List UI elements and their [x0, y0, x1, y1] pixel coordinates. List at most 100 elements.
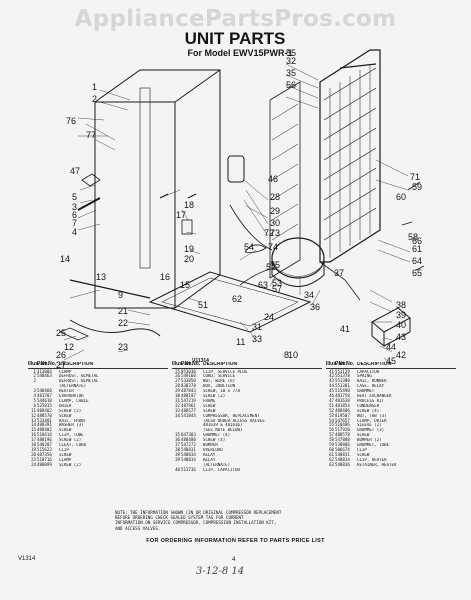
row-illus-no: 33	[175, 407, 180, 413]
row-description: CLIP, CAPACITOR	[203, 467, 240, 472]
row-description: SCREW	[59, 413, 72, 418]
row-part-no: 481758	[335, 393, 350, 399]
row-illus-no: 27	[175, 378, 180, 384]
row-description: (ALSO ORDER ACCESS VALVES	[203, 418, 265, 423]
row-description: SCREW	[203, 403, 216, 408]
row-illus-no: 34	[175, 412, 180, 418]
callout-11: 11	[236, 337, 245, 347]
row-part-no: 506674	[335, 447, 350, 452]
service-cord	[69, 319, 161, 337]
row-description: SCREW	[203, 408, 216, 413]
defrost-thermostat	[81, 173, 101, 187]
column-header: Illus. No. Part No. DESCRIPTION	[326, 361, 456, 369]
note-line: NOTE: THE INFORMATION SHOWN (IN OR ORIGI…	[115, 510, 282, 515]
row-description: SCREW	[59, 428, 72, 433]
condenser-coil	[269, 81, 301, 279]
row-part-no: 313084	[37, 368, 52, 374]
row-illus-no: 53	[329, 412, 334, 418]
clip-bracket	[181, 219, 193, 235]
footer-code: V1314	[18, 556, 36, 562]
row-description: CLIP, HEATER	[357, 457, 387, 462]
callout-52: 52	[266, 262, 276, 272]
callout-8: 8	[284, 350, 289, 360]
row-illus-no: 51	[329, 402, 334, 408]
row-illus-no: 54	[329, 417, 334, 423]
cabinet-outline	[94, 69, 221, 309]
callout-19: 19	[184, 244, 194, 254]
row-illus-no: 47	[329, 397, 334, 403]
row-part-no: 548834	[335, 456, 350, 462]
row-part-no: 847383	[181, 432, 196, 438]
row-illus-no: 44	[329, 383, 334, 389]
row-illus-no: 60	[329, 447, 334, 452]
row-description: GROMMET, TUBE	[357, 443, 390, 448]
row-part-no: 515490	[335, 388, 350, 394]
row-part-no: 488400	[181, 437, 196, 443]
callout-60: 60	[396, 192, 406, 202]
row-illus-no: 23	[31, 456, 36, 462]
row-description: RAIL, RUNNER	[357, 379, 387, 384]
row-illus-no: 24	[31, 461, 36, 467]
row-illus-no: 39	[175, 451, 180, 457]
row-illus-no: 26	[175, 373, 180, 379]
callout-33: 33	[252, 334, 262, 344]
row-illus-no: 11	[31, 407, 36, 413]
row-part-no: 853036	[181, 368, 196, 374]
row-part-no: 488391	[37, 422, 52, 428]
callout-64: 64	[412, 256, 422, 266]
row-illus-no: 38	[175, 447, 180, 452]
ordering-info-note: FOR ORDERING INFORMATION REFER TO PARTS …	[146, 538, 325, 544]
callout-labels: 1 2 3 4 5 6 7 8 9 10 11 12 13 14 15 16 1…	[56, 48, 422, 370]
row-description: DRIER	[59, 403, 72, 408]
callout-55: 55	[286, 48, 296, 58]
row-description: BUMPER (2)	[357, 438, 382, 443]
row-illus-no: 61	[329, 451, 334, 457]
table-row: 481639 & 481636)	[172, 423, 322, 428]
row-part-no: 551380	[335, 378, 350, 384]
row-illus-no: 30	[175, 393, 180, 399]
callout-72: 72	[264, 228, 274, 238]
parts-drawing: 1 2 3 4 5 6 7 8 9 10 11 12 13 14 15 16 1…	[56, 48, 425, 370]
row-description: BUMPER	[203, 443, 218, 448]
callout-12: 12	[64, 342, 74, 352]
row-description: WASHER (3)	[59, 423, 84, 428]
row-description: HEATER	[59, 389, 74, 394]
evaporator-coil	[319, 49, 381, 263]
row-part-no: 510716	[37, 456, 52, 462]
callout-59: 59	[412, 182, 422, 192]
row-illus-no: 19	[31, 447, 36, 452]
row-description: RETAINER, HEATER	[357, 462, 397, 467]
row-illus-no: 31	[175, 397, 180, 403]
watermark: AppliancePartsPros.com	[74, 6, 397, 32]
model-subtitle: For Model EWV15PWR-1	[187, 48, 293, 58]
row-part-no: 488196	[37, 437, 52, 443]
callout-54: 54	[244, 242, 254, 252]
row-part-no: 538886	[335, 442, 350, 448]
callout-10: 10	[288, 350, 298, 360]
callout-18: 18	[184, 200, 194, 210]
callout-17: 17	[176, 210, 186, 220]
callout-6: 6	[72, 210, 77, 220]
row-part-no: 547657	[335, 417, 350, 423]
compressor-note: NOTE: THE INFORMATION SHOWN (IN OR ORIGI…	[115, 510, 365, 531]
row-part-no: 551129	[335, 368, 350, 374]
